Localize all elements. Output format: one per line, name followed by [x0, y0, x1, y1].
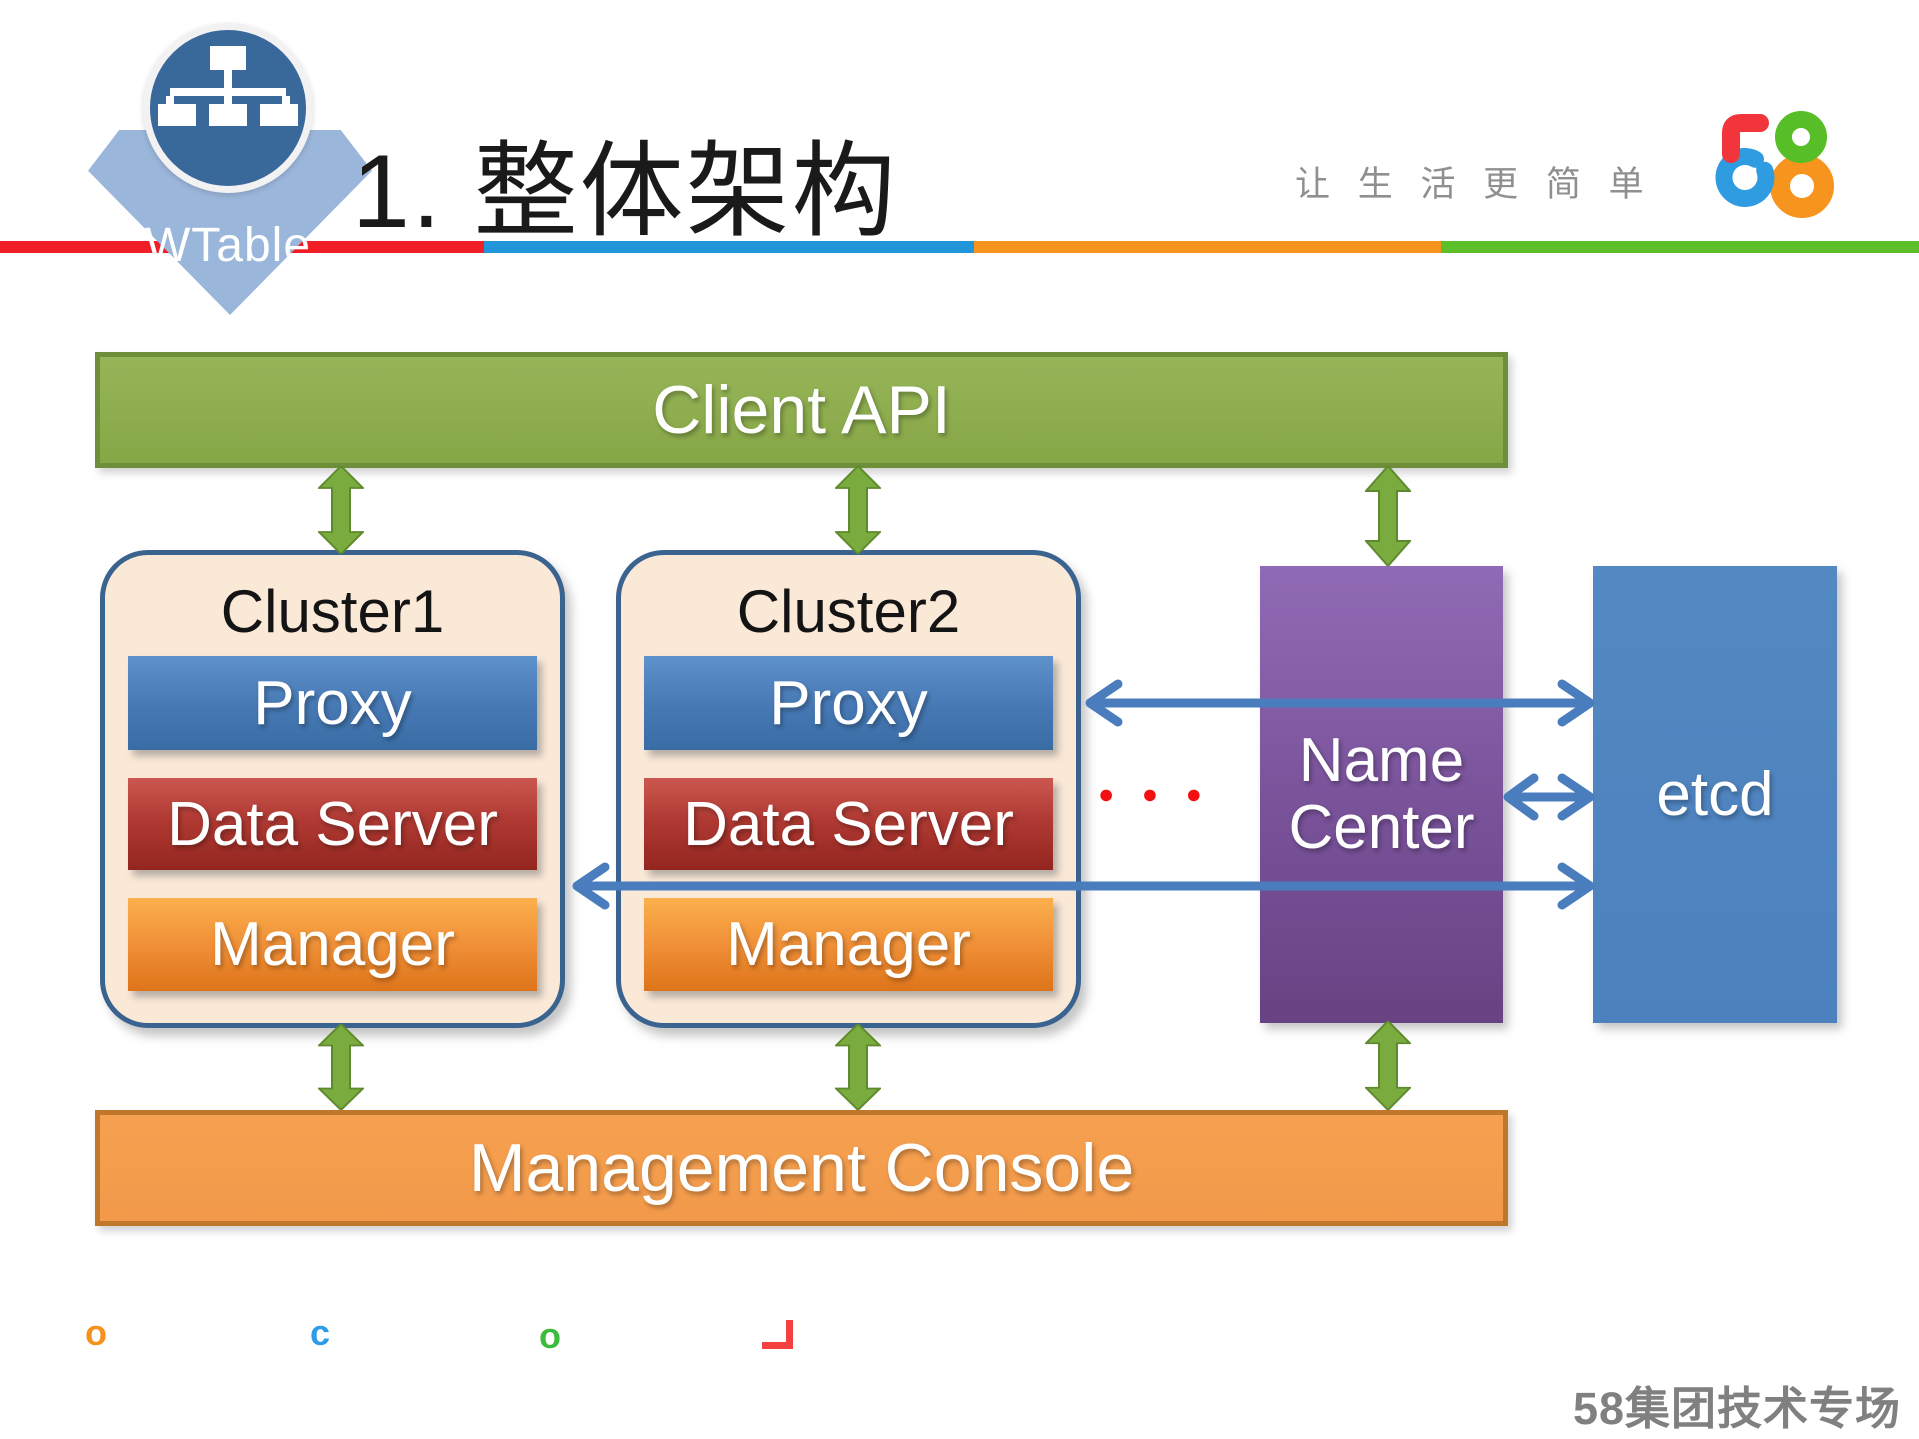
- footer-caption: 58集团技术专场: [1572, 1383, 1901, 1434]
- watermark-o-green: o: [539, 1315, 561, 1356]
- arrowhead-right-etcd-mid: [1557, 773, 1595, 821]
- more-clusters-ellipsis: ● ● ●: [1098, 779, 1212, 809]
- header-stripe: [0, 241, 1919, 253]
- cluster2-manager-label: Manager: [726, 910, 971, 979]
- etcd-label: etcd: [1656, 760, 1774, 829]
- arrowhead-right-etcd-bottom: [1557, 862, 1595, 910]
- watermark-o-orange: o: [85, 1312, 107, 1353]
- badge-label: WTable: [144, 219, 312, 272]
- arrowhead-left-proxy: [1085, 679, 1123, 727]
- cluster1-dataserver-box: Data Server: [128, 778, 537, 870]
- arrow-namecenter-console: [1365, 1021, 1411, 1110]
- badge-circle: [143, 23, 313, 193]
- cluster2-manager-box: Manager: [644, 898, 1053, 991]
- logo-58-icon: [1715, 111, 1834, 218]
- arrow-clientapi-cluster2: [835, 466, 881, 554]
- arrow-clientapi-cluster1: [318, 466, 364, 554]
- stripe-blue-segment: [484, 241, 974, 253]
- management-console-box: Management Console: [95, 1110, 1508, 1226]
- cluster2-title: Cluster2: [736, 578, 961, 645]
- arrow-cluster1-console: [318, 1024, 364, 1110]
- watermark-c-blue: c: [310, 1312, 331, 1353]
- name-center-box: Name Center: [1260, 566, 1503, 1023]
- stripe-orange-segment: [974, 241, 1441, 253]
- cluster1-box: Cluster1 Proxy Data Server Manager: [100, 550, 565, 1028]
- client-api-label: Client API: [652, 372, 951, 448]
- cluster2-box: Cluster2 Proxy Data Server Manager: [616, 550, 1081, 1028]
- arrow-cluster2-console: [835, 1024, 881, 1110]
- cluster1-manager-label: Manager: [210, 910, 455, 979]
- cluster2-dataserver-box: Data Server: [644, 778, 1053, 870]
- arrowhead-left-namecenter: [1503, 773, 1539, 821]
- sitemap-icon: [158, 46, 298, 126]
- name-center-label: Name Center: [1288, 725, 1475, 862]
- arrow-clientapi-namecenter: [1365, 466, 1411, 566]
- cluster2-proxy-box: Proxy: [644, 656, 1053, 750]
- arrowhead-left-cluster1: [572, 862, 610, 910]
- cluster1-proxy-label: Proxy: [253, 668, 412, 738]
- cluster1-proxy-box: Proxy: [128, 656, 537, 750]
- cluster1-title: Cluster1: [220, 578, 445, 645]
- cluster1-manager-box: Manager: [128, 898, 537, 991]
- cluster1-dataserver-label: Data Server: [167, 789, 498, 859]
- cluster2-proxy-label: Proxy: [769, 668, 928, 738]
- client-api-box: Client API: [95, 352, 1508, 468]
- corner-bracket-icon: [762, 1320, 793, 1349]
- etcd-box: etcd: [1593, 566, 1837, 1023]
- management-console-label: Management Console: [468, 1130, 1135, 1206]
- page-title: 1. 整体架构: [352, 134, 898, 250]
- arrowhead-right-etcd-top: [1557, 679, 1595, 727]
- cluster2-dataserver-label: Data Server: [683, 789, 1014, 859]
- stripe-green-segment: [1441, 241, 1919, 253]
- slogan-text: 让 生 活 更 简 单: [1295, 165, 1653, 204]
